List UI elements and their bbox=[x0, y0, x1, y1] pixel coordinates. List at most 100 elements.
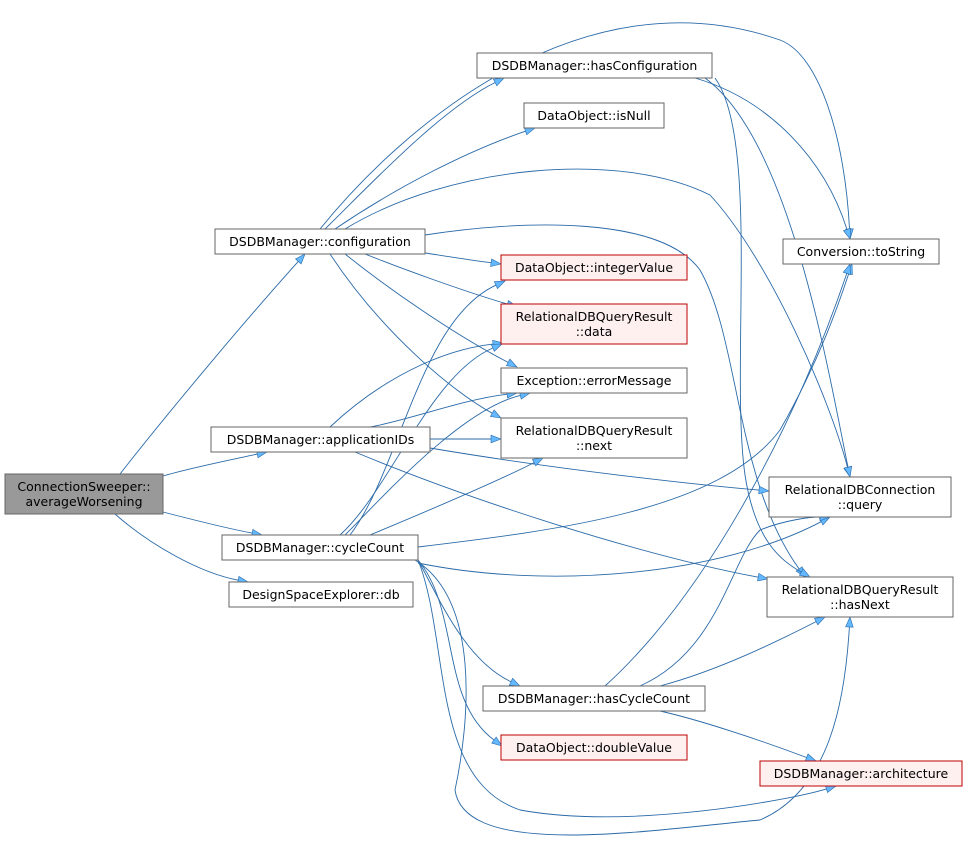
edge-applicationIDs-to-hasNext bbox=[354, 451, 769, 582]
node-label: RelationalDBConnection bbox=[785, 482, 936, 497]
node-toString[interactable]: Conversion::toString bbox=[782, 238, 940, 265]
node-rdata[interactable]: RelationalDBQueryResult::data bbox=[500, 303, 688, 345]
edge-configuration-to-integerValue bbox=[424, 252, 502, 267]
arrowhead-icon bbox=[523, 127, 536, 136]
edge-line bbox=[417, 559, 495, 741]
edge-averageWorsening-to-applicationIDs bbox=[162, 450, 268, 477]
node-errorMessage[interactable]: Exception::errorMessage bbox=[500, 367, 688, 394]
edge-line bbox=[417, 273, 850, 548]
edge-line bbox=[344, 168, 848, 468]
edge-line bbox=[114, 513, 239, 581]
node-label: RelationalDBQueryResult bbox=[516, 423, 673, 438]
edge-applicationIDs-to-rnext bbox=[430, 434, 502, 444]
edge-cycleCount-to-architecture bbox=[417, 559, 837, 818]
node-label: ConnectionSweeper:: bbox=[17, 479, 150, 494]
edge-line bbox=[334, 130, 526, 230]
edge-hasCycleCount-to-hasNext bbox=[659, 616, 826, 687]
node-hasConfiguration[interactable]: DSDBManager::hasConfiguration bbox=[476, 52, 713, 79]
edge-line bbox=[364, 253, 508, 305]
edge-line bbox=[424, 252, 492, 264]
edge-hasConfiguration-to-toString bbox=[694, 77, 851, 240]
node-integerValue[interactable]: DataObject::integerValue bbox=[500, 254, 688, 281]
node-label: Exception::errorMessage bbox=[517, 373, 672, 388]
node-box bbox=[768, 476, 952, 518]
arrowhead-icon bbox=[531, 457, 544, 467]
node-box bbox=[210, 426, 431, 453]
node-layer: ConnectionSweeper::averageWorseningDSDBM… bbox=[4, 52, 963, 787]
edge-cycleCount-to-hasCycleCount bbox=[417, 559, 521, 687]
node-box bbox=[500, 254, 688, 281]
node-label: RelationalDBQueryResult bbox=[782, 582, 939, 597]
node-box bbox=[782, 238, 940, 265]
node-configuration[interactable]: DSDBManager::configuration bbox=[214, 228, 426, 255]
edge-line bbox=[369, 393, 508, 428]
node-isNull[interactable]: DataObject::isNull bbox=[523, 102, 665, 129]
node-cycleCount[interactable]: DSDBManager::cycleCount bbox=[221, 534, 419, 561]
node-doubleValue[interactable]: DataObject::doubleValue bbox=[500, 734, 688, 761]
edge-hasConfiguration-to-query bbox=[704, 77, 853, 478]
node-label: averageWorsening bbox=[25, 494, 142, 509]
edge-line bbox=[659, 621, 817, 687]
arrowhead-icon bbox=[508, 677, 521, 687]
arrowhead-icon bbox=[845, 616, 854, 628]
node-label: DSDBManager::configuration bbox=[229, 234, 411, 249]
edge-line bbox=[329, 253, 493, 414]
edge-applicationIDs-to-rdata bbox=[329, 339, 504, 428]
edge-applicationIDs-to-errorMessage bbox=[369, 390, 518, 428]
node-box bbox=[500, 367, 688, 394]
edge-line bbox=[369, 462, 535, 536]
node-label: DataObject::doubleValue bbox=[516, 740, 672, 755]
edge-line bbox=[354, 451, 759, 578]
edge-cycleCount-to-integerValue bbox=[349, 280, 506, 536]
edge-line bbox=[344, 253, 509, 363]
node-label: DSDBManager::applicationIDs bbox=[227, 432, 415, 447]
node-label: ::next bbox=[576, 438, 612, 453]
edge-line bbox=[659, 710, 807, 758]
arrowhead-icon bbox=[490, 343, 503, 352]
node-box bbox=[500, 734, 688, 761]
edge-line bbox=[119, 261, 299, 475]
edge-layer bbox=[114, 22, 854, 836]
arrowhead-icon bbox=[490, 434, 502, 444]
node-label: DSDBManager::cycleCount bbox=[236, 540, 404, 555]
node-label: Conversion::toString bbox=[797, 244, 925, 259]
node-hasNext[interactable]: RelationalDBQueryResult::hasNext bbox=[766, 576, 954, 618]
edge-line bbox=[324, 82, 496, 230]
edge-cycleCount-to-doubleValue bbox=[417, 559, 503, 747]
edge-line bbox=[319, 22, 850, 230]
node-box bbox=[214, 228, 426, 255]
arrowhead-icon bbox=[492, 77, 505, 87]
node-box bbox=[500, 417, 688, 459]
node-label: DataObject::isNull bbox=[537, 108, 650, 123]
arrowhead-icon bbox=[843, 466, 853, 478]
edge-cycleCount-to-rnext bbox=[369, 457, 544, 536]
edge-line bbox=[162, 511, 253, 534]
edge-line bbox=[714, 77, 802, 573]
node-box bbox=[228, 581, 414, 608]
arrowhead-icon bbox=[491, 736, 503, 747]
edge-line bbox=[639, 516, 821, 687]
edge-configuration-to-hasConfiguration bbox=[324, 77, 505, 230]
node-applicationIDs[interactable]: DSDBManager::applicationIDs bbox=[210, 426, 431, 453]
arrowhead-icon bbox=[505, 358, 518, 368]
edge-line bbox=[329, 343, 494, 428]
node-averageWorsening[interactable]: ConnectionSweeper::averageWorsening bbox=[4, 473, 164, 515]
node-query[interactable]: RelationalDBConnection::query bbox=[768, 476, 952, 518]
edge-hasCycleCount-to-toString bbox=[604, 263, 851, 687]
edge-hasConfiguration-to-hasNext bbox=[714, 77, 811, 578]
arrowhead-icon bbox=[294, 253, 306, 265]
node-label: DesignSpaceExplorer::db bbox=[242, 587, 399, 602]
node-label: DSDBManager::hasConfiguration bbox=[492, 58, 698, 73]
node-db[interactable]: DesignSpaceExplorer::db bbox=[228, 581, 414, 608]
node-architecture[interactable]: DSDBManager::architecture bbox=[759, 760, 963, 787]
edge-applicationIDs-to-query bbox=[429, 447, 770, 495]
edge-line bbox=[349, 284, 497, 536]
edge-line bbox=[604, 273, 848, 687]
edge-line bbox=[694, 77, 848, 230]
edge-line bbox=[417, 559, 512, 683]
arrowhead-icon bbox=[489, 409, 502, 419]
node-hasCycleCount[interactable]: DSDBManager::hasCycleCount bbox=[482, 685, 706, 712]
node-rnext[interactable]: RelationalDBQueryResult::next bbox=[500, 417, 688, 459]
node-label: DataObject::integerValue bbox=[515, 260, 673, 275]
